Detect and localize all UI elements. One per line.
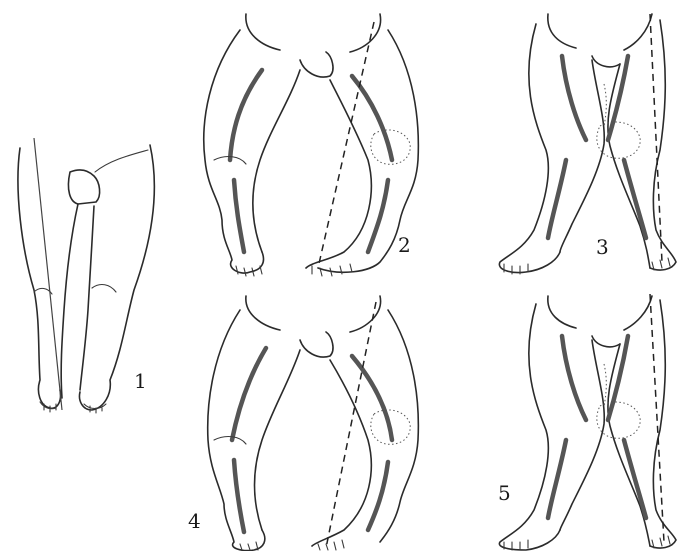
figure-4-number: 4 [188, 509, 201, 533]
figure-2-bowed-legs: 2 [204, 14, 419, 276]
figure-5-knock-knees: 5 [498, 294, 676, 550]
figure-3-number: 3 [596, 235, 609, 259]
figure-1-number: 1 [134, 369, 147, 393]
figure-5-number: 5 [498, 481, 511, 505]
figure-2-number: 2 [398, 233, 411, 257]
figure-3-knock-knees: 3 [499, 14, 676, 274]
figure-4-bowed-legs: 4 [188, 296, 418, 551]
